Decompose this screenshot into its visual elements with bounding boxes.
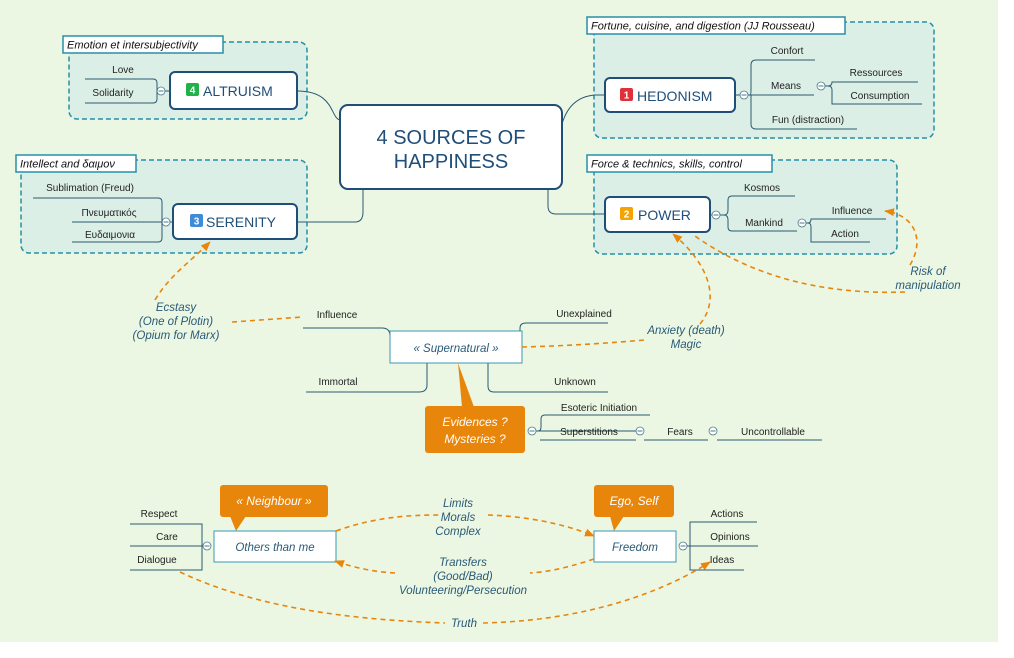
supernatural-node[interactable]: [389, 330, 523, 364]
others-item-care: Care: [156, 532, 178, 543]
connector-central-altruism: [296, 90, 341, 121]
anxiety-line1: Anxiety (death): [646, 325, 725, 337]
arrow-others-to-freedom-limits: [335, 514, 594, 536]
hedonism-label: HEDONISM: [637, 88, 712, 104]
hedonism-item-fun: Fun (distraction): [772, 115, 844, 126]
ecstasy-line3: (Opium for Marx): [133, 330, 220, 342]
serenity-box-title: Intellect and δαιμον: [20, 159, 115, 171]
freedom-item-ideas: Ideas: [710, 555, 734, 566]
serenity-item-eudaimonia: Ευδαιμονια: [85, 230, 135, 241]
supernatural-item-influence: Influence: [317, 310, 358, 321]
arrow-ecstasy-to-serenity: [154, 241, 211, 301]
power-label: POWER: [638, 207, 691, 223]
hedonism-item-consumption: Consumption: [851, 91, 910, 102]
central-topic[interactable]: [339, 104, 563, 190]
arrow-anxiety-to-power: [672, 233, 711, 325]
hedonism-item-means: Means: [771, 81, 801, 92]
hedonism-box-title: Fortune, cuisine, and digestion (JJ Rous…: [591, 21, 815, 33]
power-priority-badge: [620, 207, 633, 220]
freedom-node[interactable]: [593, 530, 677, 563]
arrow-freedom-to-others-transfers: [335, 559, 595, 574]
evidences-line1: Evidences ?: [442, 415, 508, 429]
supernatural-item-superstitions: Superstitions: [560, 427, 618, 438]
supernatural-label: « Supernatural »: [413, 343, 498, 355]
altruism-item-solidarity: Solidarity: [92, 88, 133, 99]
connector-central-serenity: [297, 189, 364, 223]
supernatural-item-esoteric: Esoteric Initiation: [561, 403, 637, 414]
central-title-line1: 4 SOURCES OF: [377, 127, 526, 149]
serenity-badge-number: 3: [194, 217, 200, 228]
supernatural-item-unknown: Unknown: [554, 377, 596, 388]
supernatural-item-fears: Fears: [667, 427, 693, 438]
freedom-item-opinions: Opinions: [710, 532, 749, 543]
line-ecstasy-to-influence: [231, 316, 304, 323]
serenity-item-sublimation: Sublimation (Freud): [46, 183, 134, 194]
hedonism-badge-number: 1: [624, 91, 630, 102]
arrow-risk-to-influence: [884, 208, 918, 266]
line-risk-to-power: [694, 235, 906, 294]
limits-line2: Morals: [441, 512, 476, 524]
line-anxiety-to-supernatural: [521, 339, 646, 348]
altruism-label: ALTRUISM: [203, 83, 273, 99]
serenity-item-pneumatikos: Πνευματικός: [81, 207, 136, 219]
ego-callout[interactable]: [594, 485, 674, 517]
hedonism-item-ressources: Ressources: [850, 68, 903, 79]
limits-line1: Limits: [443, 498, 473, 510]
ecstasy-line2: (One of Plotin): [139, 316, 213, 328]
neighbour-callout[interactable]: [220, 485, 328, 517]
freedom-item-actions: Actions: [711, 509, 744, 520]
hedonism-item-confort: Confort: [771, 46, 804, 57]
transfers-line1: Transfers: [439, 557, 487, 569]
power-item-action: Action: [831, 229, 859, 240]
others-item-dialogue: Dialogue: [137, 555, 177, 566]
power-item-kosmos: Kosmos: [744, 183, 780, 194]
ecstasy-line1: Ecstasy: [156, 302, 198, 314]
supernatural-item-uncontrollable: Uncontrollable: [741, 427, 805, 438]
altruism-box-title: Emotion et intersubjectivity: [67, 40, 199, 52]
central-title-line2: HAPPINESS: [394, 151, 508, 173]
serenity-priority-badge: [190, 214, 203, 227]
transfers-line2: (Good/Bad): [433, 571, 493, 583]
hedonism-priority-badge: [620, 88, 633, 101]
evidences-callout-pointer: [458, 363, 474, 407]
altruism-item-love: Love: [112, 65, 134, 76]
power-item-influence: Influence: [832, 206, 873, 217]
arrow-dialogue-to-ideas-truth: [179, 562, 710, 624]
risk-label-line1: Risk of: [910, 266, 947, 278]
ego-callout-label: Ego, Self: [610, 494, 660, 508]
others-label: Others than me: [235, 542, 314, 554]
power-badge-number: 2: [624, 210, 630, 221]
altruism-badge-number: 4: [190, 86, 196, 97]
transfers-line3: Volunteering/Persecution: [399, 585, 527, 597]
neighbour-callout-label: « Neighbour »: [236, 494, 312, 508]
risk-label-line2: manipulation: [895, 280, 960, 292]
evidences-callout[interactable]: [425, 406, 525, 453]
truth-label: Truth: [451, 618, 477, 630]
power-item-mankind: Mankind: [745, 218, 783, 229]
power-box-title: Force & technics, skills, control: [591, 159, 743, 171]
freedom-label: Freedom: [612, 542, 658, 554]
limits-line3: Complex: [435, 526, 482, 538]
altruism-priority-badge: [186, 83, 199, 96]
others-node[interactable]: [213, 530, 337, 563]
supernatural-item-unexplained: Unexplained: [556, 309, 612, 320]
serenity-label: SERENITY: [206, 214, 277, 230]
others-item-respect: Respect: [141, 509, 178, 520]
connector-central-power: [547, 189, 605, 215]
supernatural-item-immortal: Immortal: [319, 377, 358, 388]
anxiety-line2: Magic: [671, 339, 702, 351]
evidences-line2: Mysteries ?: [444, 432, 506, 446]
